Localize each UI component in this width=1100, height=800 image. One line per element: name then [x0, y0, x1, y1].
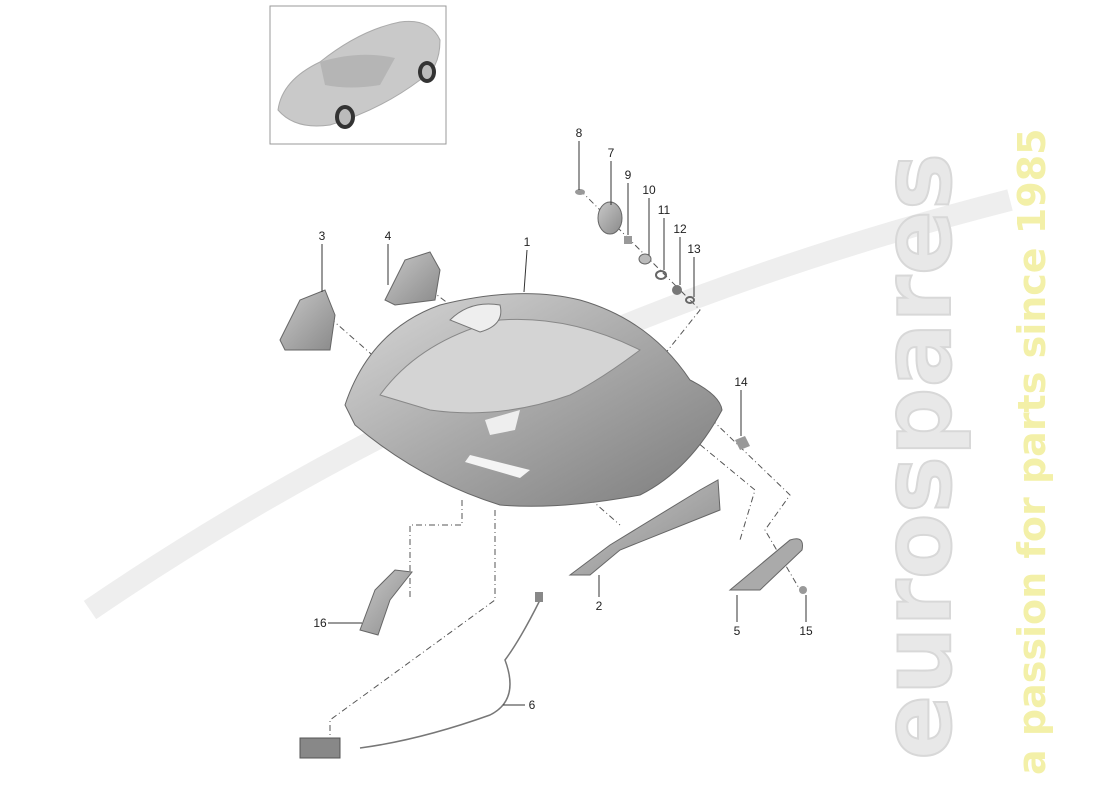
callout-6[interactable]: 6	[529, 698, 536, 712]
callout-16[interactable]: 16	[313, 616, 327, 630]
bracket-part-16[interactable]	[359, 569, 413, 636]
callout-1[interactable]: 1	[524, 235, 531, 249]
callout-8[interactable]: 8	[576, 126, 583, 140]
callout-2[interactable]: 2	[596, 599, 603, 613]
callout-10[interactable]: 10	[642, 183, 656, 197]
callout-3[interactable]: 3	[319, 229, 326, 243]
callout-13[interactable]: 13	[687, 242, 701, 256]
rail-part-2[interactable]	[568, 479, 721, 576]
bracket-part-4[interactable]	[384, 251, 441, 306]
callout-lines	[321, 141, 807, 706]
callout-labels: 1 2 3 4 5 6 7 8 9 10 11 12 13 14 15 16	[313, 126, 813, 712]
callout-12[interactable]: 12	[673, 222, 687, 236]
watermark-tagline: a passion for parts since 1985	[1010, 128, 1054, 775]
seat-shell-part[interactable]	[344, 293, 723, 507]
leader-lines	[329, 189, 801, 740]
handle-part-5[interactable]	[728, 538, 803, 591]
watermark: eurospares a passion for parts since 198…	[83, 128, 1054, 775]
bracket-part-3[interactable]	[279, 289, 336, 351]
watermark-brand: eurospares	[861, 153, 973, 760]
cable-part-6[interactable]	[299, 592, 543, 759]
car-thumbnail[interactable]	[269, 5, 447, 145]
callout-14[interactable]: 14	[734, 375, 748, 389]
callout-7[interactable]: 7	[608, 146, 615, 160]
callout-11[interactable]: 11	[658, 203, 671, 217]
fastener-parts[interactable]	[575, 189, 807, 594]
callout-9[interactable]: 9	[625, 168, 632, 182]
callout-5[interactable]: 5	[734, 624, 741, 638]
callout-4[interactable]: 4	[385, 229, 392, 243]
callout-15[interactable]: 15	[799, 624, 813, 638]
car-icon	[277, 20, 441, 129]
